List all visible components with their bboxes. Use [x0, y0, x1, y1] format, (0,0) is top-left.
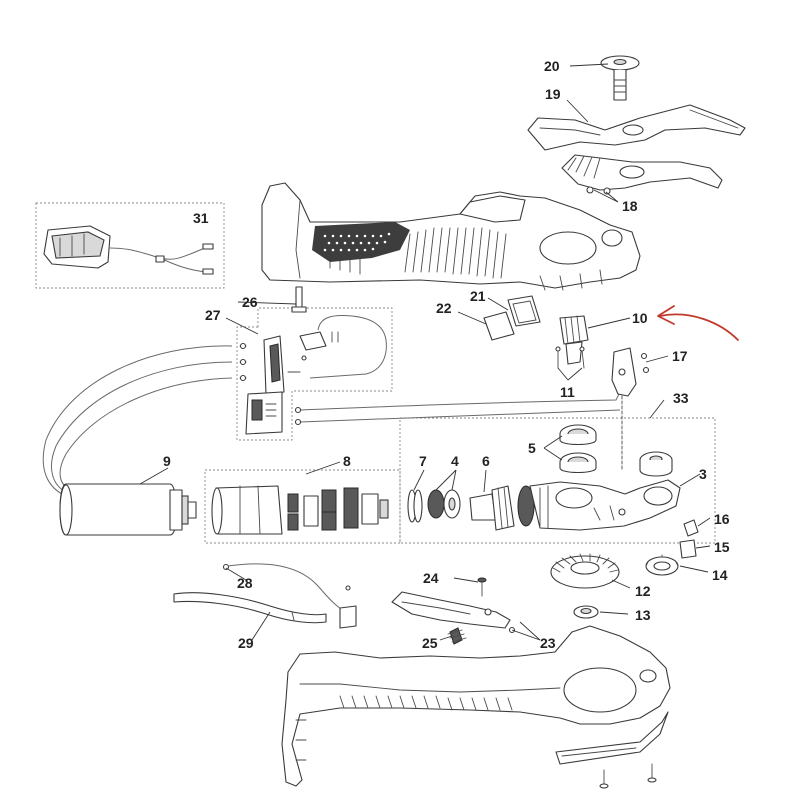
- callout-31: 31: [193, 210, 209, 226]
- washer-part-7: [407, 489, 423, 523]
- callout-19: 19: [545, 86, 561, 102]
- pivot-bolt-part-20: [600, 55, 640, 101]
- spacer-part-11: [555, 346, 585, 369]
- callout-33: 33: [673, 390, 689, 406]
- callout-28: 28: [237, 575, 253, 591]
- bracket-part-17: [611, 347, 650, 471]
- callout-22: 22: [436, 300, 452, 316]
- callout-24: 24: [423, 570, 439, 586]
- motor-wires: [42, 345, 233, 497]
- sensor-gear-part-10: [559, 315, 589, 365]
- seal-rings-part-5: [559, 424, 597, 474]
- upper-blade-part-19: [527, 104, 746, 151]
- callout-8: 8: [343, 453, 351, 469]
- charger-part-31: [43, 225, 214, 275]
- callout-14: 14: [712, 567, 728, 583]
- trigger-part-23: [391, 591, 516, 634]
- callout-5: 5: [528, 440, 536, 456]
- callout-29: 29: [238, 635, 254, 651]
- planetary-gears: [287, 487, 389, 531]
- spring-part-25: [447, 627, 467, 645]
- callout-25: 25: [422, 635, 438, 651]
- head-assembly-box: [399, 417, 716, 544]
- lower-housing-shell: [281, 625, 671, 787]
- callout-12: 12: [635, 583, 651, 599]
- bearing-cap: [639, 451, 673, 477]
- callout-27: 27: [205, 307, 221, 323]
- callout-3: 3: [699, 466, 707, 482]
- cable-part-28: [222, 563, 357, 629]
- bevel-gear-part-12: [550, 553, 620, 589]
- pcb-board-part-27: [245, 315, 387, 435]
- sensor-wire: [294, 391, 621, 426]
- callout-13: 13: [635, 607, 651, 623]
- callout-16: 16: [714, 511, 730, 527]
- pad-part-22: [483, 311, 515, 341]
- motor-part-9: [59, 483, 197, 536]
- bottom-plate: [555, 711, 669, 789]
- lower-blade-part-18: [561, 154, 723, 195]
- gear-housing-part-3: [517, 479, 681, 531]
- callout-17: 17: [672, 348, 688, 364]
- callout-15: 15: [714, 539, 730, 555]
- upper-housing-shell: [261, 182, 641, 291]
- pinion-part-6: [469, 485, 515, 531]
- switch-part-26: [291, 286, 307, 313]
- callout-4: 4: [451, 453, 459, 469]
- callout-20: 20: [544, 58, 560, 74]
- strap-part-29: [173, 592, 327, 624]
- gearbox-group-box: [204, 469, 401, 544]
- washer-part-13: [573, 605, 599, 619]
- callout-7: 7: [419, 453, 427, 469]
- callout-11: 11: [560, 384, 575, 400]
- screw-part-24: [477, 577, 487, 597]
- pcb-group-box: [236, 307, 393, 441]
- callout-10: 10: [632, 310, 648, 326]
- charger-group-box: [35, 202, 225, 289]
- callout-18: 18: [622, 198, 638, 214]
- callout-6: 6: [482, 453, 490, 469]
- frame-part-21: [507, 295, 541, 327]
- callout-21: 21: [470, 288, 486, 304]
- callout-23: 23: [540, 635, 556, 651]
- callout-26: 26: [242, 294, 258, 310]
- gear-part-14: [645, 554, 679, 576]
- motor-wire-screws: [239, 342, 247, 382]
- leader-lines: [139, 63, 711, 641]
- callout-labels: 20 19 18 31 26 27 22 21 10 17 11 33 9 8 …: [163, 58, 730, 651]
- nut-part-16: [683, 519, 699, 537]
- gearbox-part-8: [211, 485, 389, 535]
- callout-9: 9: [163, 453, 171, 469]
- bearings-part-4: [427, 489, 461, 519]
- highlight-arrow: [657, 305, 739, 341]
- sleeve-part-15: [679, 539, 697, 559]
